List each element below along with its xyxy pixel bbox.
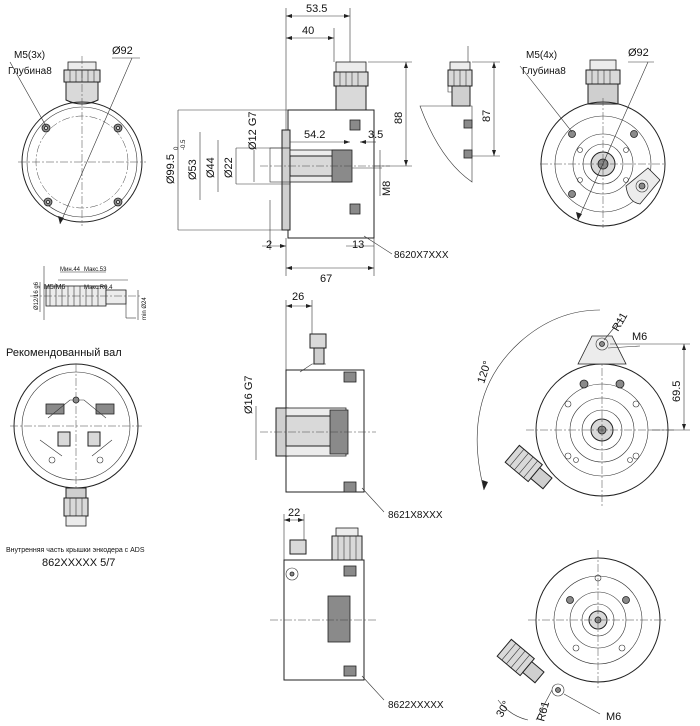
label-r11: R11	[610, 311, 630, 334]
part-number-8622: 8622XXXXX	[388, 700, 444, 711]
label-shaft-min44: Мин.44	[60, 267, 81, 273]
label-dim-87: 87	[481, 110, 493, 122]
label-shaft-m5m6: M5/M6	[44, 284, 66, 291]
label-d92-right: Ø92	[628, 47, 649, 59]
part-number-8621: 8621X8XXX	[388, 510, 443, 521]
label-dim-13: 13	[352, 239, 364, 251]
label-depth-left: Глубина8	[8, 65, 52, 77]
label-d12-g7: Ø12 G7	[247, 111, 259, 150]
label-dim-69-5: 69.5	[671, 381, 683, 402]
label-cover-caption: Внутренняя часть крышки энкодера с ADS	[6, 547, 145, 554]
side-section-8622	[270, 514, 385, 701]
front-view-30	[496, 550, 668, 721]
recommended-shaft-sketch	[30, 266, 140, 320]
title-recommended-shaft: Рекомендованный вал	[6, 347, 122, 359]
label-depth-right: Глубина8	[522, 65, 566, 77]
label-d44: Ø44	[205, 157, 217, 178]
label-angle-30: 30°	[494, 699, 513, 719]
front-view-right	[519, 59, 666, 228]
label-shaft-min-d24: min Ø24	[142, 297, 148, 320]
side-section-8620	[177, 8, 412, 276]
label-m6-bottom: M6	[606, 711, 621, 723]
label-d99-5: Ø99.5	[165, 154, 177, 184]
label-m5-4x: M5(4x)	[526, 50, 557, 61]
front-view-left	[9, 56, 146, 226]
label-dim-53-5: 53.5	[306, 3, 327, 15]
label-angle-120: 120°	[475, 360, 493, 385]
label-m8: M8	[381, 181, 393, 196]
label-dim-40: 40	[302, 25, 314, 37]
label-d53: Ø53	[187, 159, 199, 180]
label-shaft-r04: Макс.R0.4	[84, 285, 113, 291]
label-d92-left: Ø92	[112, 45, 133, 57]
label-m5-3x: M5(3x)	[14, 50, 45, 61]
label-dim-3-5: 3.5	[368, 129, 383, 141]
label-d22: Ø22	[223, 157, 235, 178]
label-m6-top: M6	[632, 331, 647, 343]
label-dim-22: 22	[288, 507, 300, 519]
label-d16-g7: Ø16 G7	[243, 375, 255, 414]
side-view-87	[419, 46, 500, 183]
part-number-8620: 8620X7XXX	[394, 250, 449, 261]
label-dim-26: 26	[292, 291, 304, 303]
inner-cover-view	[10, 363, 142, 527]
label-tol-05: -0.5	[181, 139, 187, 150]
label-dim-67: 67	[320, 273, 332, 285]
label-tol-0: 0	[174, 146, 180, 150]
label-r61: R61	[535, 700, 552, 723]
label-cover-part: 862XXXXX 5/7	[42, 557, 115, 569]
front-view-120	[476, 309, 690, 506]
label-dim-88: 88	[393, 112, 405, 124]
label-dim-2: 2	[266, 239, 272, 251]
label-shaft-d12-16: Ø12/16 g6	[34, 281, 40, 310]
side-section-8621	[255, 300, 385, 513]
label-shaft-max53: Макс.53	[84, 267, 107, 273]
label-dim-54-2: 54.2	[304, 129, 325, 141]
